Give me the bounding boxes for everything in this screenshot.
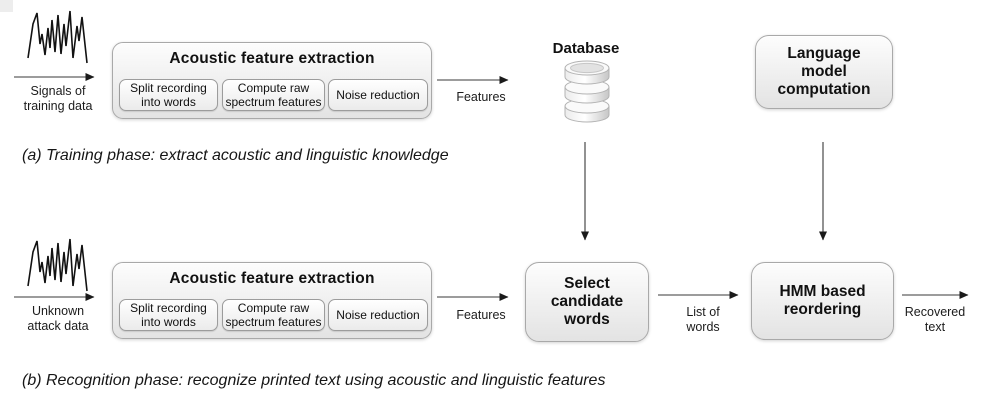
training-step-compute-spectrum: Compute raw spectrum features <box>222 79 325 111</box>
recognition-afe-title: Acoustic feature extraction <box>169 270 375 287</box>
caption-training-phase: (a) Training phase: extract acoustic and… <box>22 147 449 164</box>
recognition-step-split-recording: Split recording into words <box>119 299 218 331</box>
recognition-afe-box: Acoustic feature extraction Split record… <box>112 262 432 339</box>
select-candidate-words-box: Select candidate words <box>525 262 649 342</box>
training-step-split-recording: Split recording into words <box>119 79 218 111</box>
training-afe-box: Acoustic feature extraction Split record… <box>112 42 432 119</box>
list-of-words-label: List of words <box>686 305 720 334</box>
recognition-input-label: Unknown attack data <box>27 304 89 333</box>
waveform-attack-icon <box>27 238 88 292</box>
database-label: Database <box>552 40 620 57</box>
training-afe-title: Acoustic feature extraction <box>169 50 375 67</box>
recognition-step-noise-reduction: Noise reduction <box>328 299 428 331</box>
training-features-label: Features <box>456 90 506 104</box>
recognition-step-compute-spectrum: Compute raw spectrum features <box>222 299 325 331</box>
database-icon <box>564 60 610 123</box>
hmm-reordering-box: HMM based reordering <box>751 262 894 340</box>
language-model-box: Language model computation <box>755 35 893 109</box>
recovered-text-label: Recovered text <box>904 305 966 334</box>
training-step-noise-reduction: Noise reduction <box>328 79 428 111</box>
recognition-features-label: Features <box>456 308 506 322</box>
training-input-label: Signals of training data <box>23 84 93 113</box>
caption-recognition-phase: (b) Recognition phase: recognize printed… <box>22 372 606 389</box>
waveform-training-icon <box>27 10 88 64</box>
corner-artifact <box>0 0 13 12</box>
